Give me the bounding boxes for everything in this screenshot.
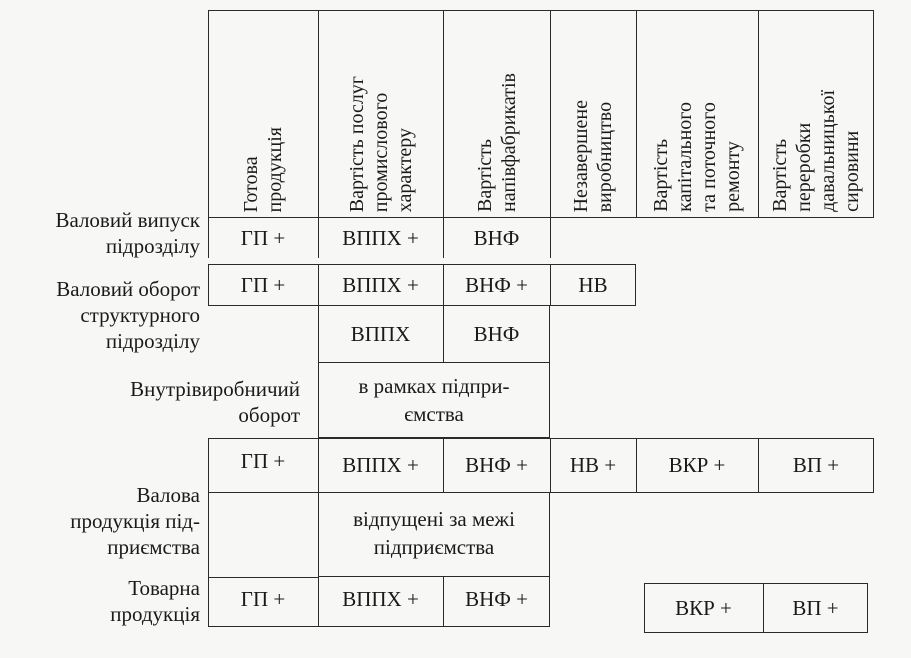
grid-line: [443, 577, 444, 627]
column-header-work-in-progress: Незавершене виробництво: [570, 99, 616, 212]
header-divider: [318, 10, 319, 218]
column-header-finished-products: Готова продукція: [240, 126, 286, 212]
grid-line: [318, 218, 319, 258]
column-header-tolling: Вартість переробки давальницької сировин…: [769, 90, 863, 212]
grid-line: [763, 583, 764, 633]
cell-vnf: ВНФ: [473, 321, 520, 346]
header-divider: [758, 10, 759, 218]
cell-vnf: ВНФ +: [465, 453, 528, 477]
header-divider: [443, 10, 444, 218]
grid-line: [318, 264, 319, 306]
grid-line: [318, 577, 319, 627]
grid-line: [208, 493, 209, 577]
intra-turnover-frame: [318, 306, 550, 438]
grid-line: [208, 577, 318, 578]
cell-vppkh: ВППХ: [350, 321, 411, 346]
cell-vppkh: ВППХ +: [342, 453, 419, 477]
grid-line: [443, 306, 444, 362]
cell-gp: ГП +: [240, 225, 286, 250]
cell-vnf: ВНФ +: [465, 586, 528, 611]
cell-vp: ВП +: [792, 453, 840, 477]
grid-line: [443, 218, 444, 258]
cell-gp: ГП +: [240, 586, 286, 611]
cell-vnf: ВНФ +: [465, 272, 528, 297]
gross-turnover-frame: [208, 264, 636, 306]
row-label-gross-turnover: Валовий оборот структурного підрозділу: [56, 277, 200, 353]
row-label-gross-output: Валовий випуск підрозділу: [55, 208, 200, 258]
intra-turnover-note: в рамках підпри- ємства: [358, 374, 510, 426]
cell-gp: ГП +: [240, 448, 286, 473]
cell-vnf: ВНФ: [473, 225, 520, 250]
grid-line: [318, 362, 550, 363]
released-note: відпущені за межі підприємства: [353, 507, 515, 559]
cell-vp: ВП +: [792, 595, 839, 620]
column-header-repairs: Вартість капітального та поточного ремон…: [650, 102, 744, 212]
marketable-frame-right: [644, 583, 868, 633]
header-frame: [208, 10, 874, 218]
cell-nv: НВ +: [569, 453, 617, 477]
grid-line: [443, 438, 444, 493]
header-divider: [550, 10, 551, 218]
marketable-frame-left: [208, 577, 550, 627]
grid-line: [636, 438, 637, 493]
header-divider: [636, 10, 637, 218]
grid-line: [443, 264, 444, 306]
gross-product-frame: [208, 438, 874, 493]
grid-line: [550, 264, 551, 306]
cell-vppkh: ВППХ +: [342, 225, 419, 250]
released-frame: [318, 493, 550, 577]
row-label-intra-turnover: Внутрівиробничий оборот: [130, 377, 300, 427]
row-label-marketable: Товарна продукція: [110, 576, 200, 626]
grid-line: [550, 218, 551, 258]
row-label-gross-product: Валова продукція під- приємства: [70, 483, 200, 559]
column-header-semi-finished: Вартість напівфабрикатів: [473, 73, 520, 212]
cell-vkr: ВКР +: [675, 595, 732, 620]
column-header-industrial-services: Вартість послуг промислового характеру: [345, 75, 416, 212]
grid-line: [758, 438, 759, 493]
cell-vppkh: ВППХ +: [342, 272, 419, 297]
grid-line: [550, 438, 551, 493]
cell-vppkh: ВППХ +: [342, 586, 419, 611]
cell-gp: ГП +: [240, 272, 286, 297]
cell-nv: НВ: [578, 272, 608, 297]
cell-vkr: ВКР +: [668, 453, 726, 477]
grid-line: [208, 218, 209, 258]
grid-line: [318, 438, 319, 493]
